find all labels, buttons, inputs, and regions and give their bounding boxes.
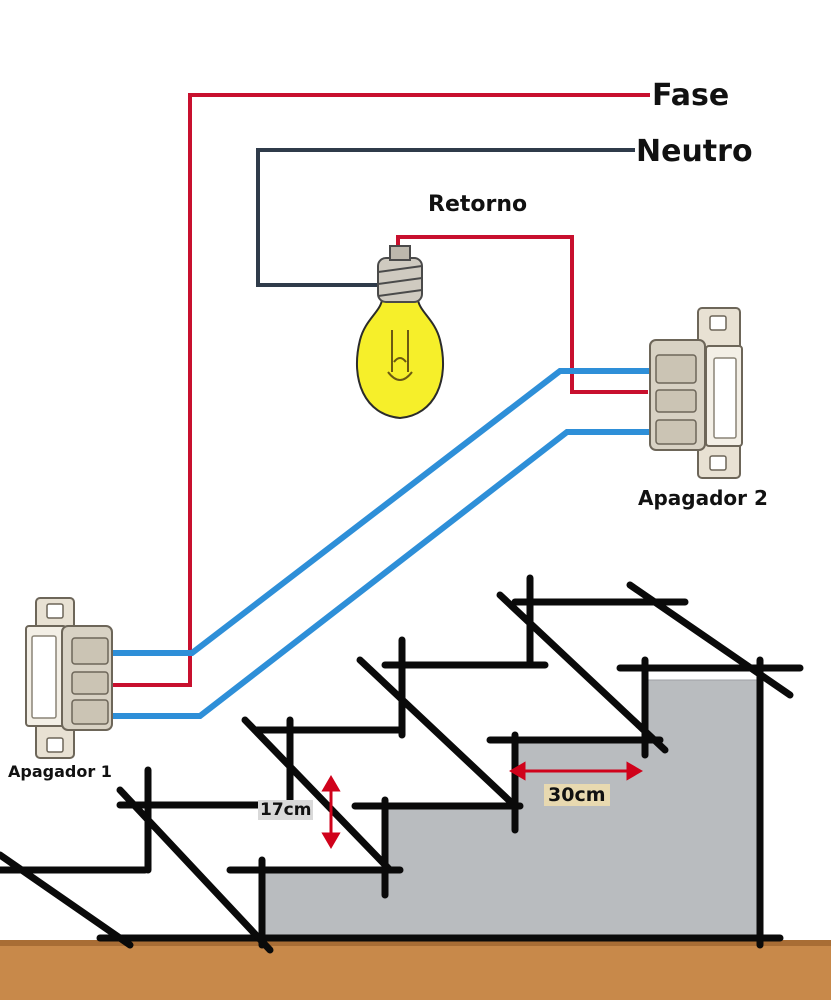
switch-1-icon (25, 597, 113, 759)
apagador-1-label: Apagador 1 (8, 762, 112, 781)
retorno-wire (396, 235, 648, 394)
step-height-label: 17cm (258, 800, 314, 820)
neutro-label: Neutro (636, 134, 753, 169)
height-measure-arrow (321, 775, 341, 849)
traveler-wire-upper (110, 368, 650, 656)
stair-framing (0, 574, 804, 954)
step-depth-label: 30cm (544, 784, 610, 806)
fase-label: Fase (652, 78, 730, 113)
fase-wire (110, 93, 650, 687)
switch-2-icon (649, 307, 743, 479)
retorno-label: Retorno (428, 192, 528, 217)
neutro-wire (256, 148, 635, 287)
wooden-floor (0, 940, 831, 1000)
apagador-2-label: Apagador 2 (638, 486, 768, 510)
depth-measure-arrow (509, 761, 643, 781)
traveler-wire-lower (110, 429, 650, 719)
light-bulb-icon (355, 245, 445, 420)
